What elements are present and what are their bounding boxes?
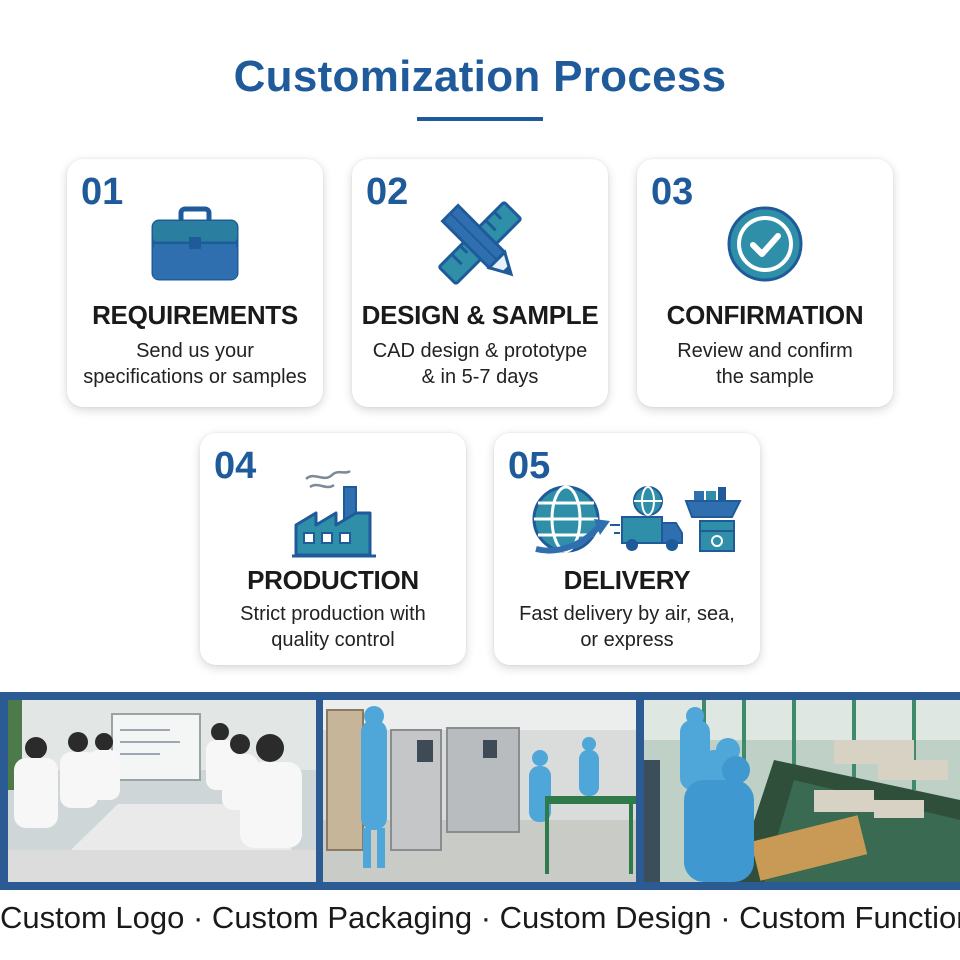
page-title: Customization Process bbox=[233, 52, 727, 101]
step-title: DESIGN & SAMPLE bbox=[361, 300, 599, 330]
step-card-design-sample: 02 DESIGN & SAMPLE CAD design & prototyp… bbox=[352, 159, 608, 407]
step-description: CAD design & prototype& in 5-7 days bbox=[372, 340, 588, 388]
step-title: PRODUCTION bbox=[247, 565, 419, 595]
step-title: DELIVERY bbox=[563, 565, 691, 595]
meeting-room-photo bbox=[8, 700, 316, 882]
step-number: 01 bbox=[81, 171, 124, 213]
step-title: CONFIRMATION bbox=[666, 300, 864, 330]
assembly-line-photo bbox=[644, 700, 960, 882]
step-number: 02 bbox=[366, 171, 409, 213]
factory-icon bbox=[292, 469, 376, 558]
step-title: REQUIREMENTS bbox=[92, 300, 298, 330]
globe-truck-ship-icon bbox=[532, 485, 742, 554]
checkmark-circle-icon bbox=[727, 206, 803, 282]
customization-tagline: Custom Logo · Custom Packaging · Custom … bbox=[0, 900, 960, 935]
pencil-ruler-icon bbox=[438, 201, 522, 285]
step-number: 03 bbox=[651, 171, 694, 213]
briefcase-icon bbox=[151, 206, 239, 281]
title-underline bbox=[417, 117, 543, 121]
factory-photo-strip bbox=[0, 692, 960, 890]
step-card-delivery: 05 DELIVERY Fast delivery by air, sea,or… bbox=[494, 433, 760, 665]
step-number: 05 bbox=[508, 445, 551, 487]
step-number: 04 bbox=[214, 445, 257, 487]
step-description: Fast delivery by air, sea,or express bbox=[519, 603, 735, 651]
testing-lab-photo bbox=[323, 700, 636, 882]
